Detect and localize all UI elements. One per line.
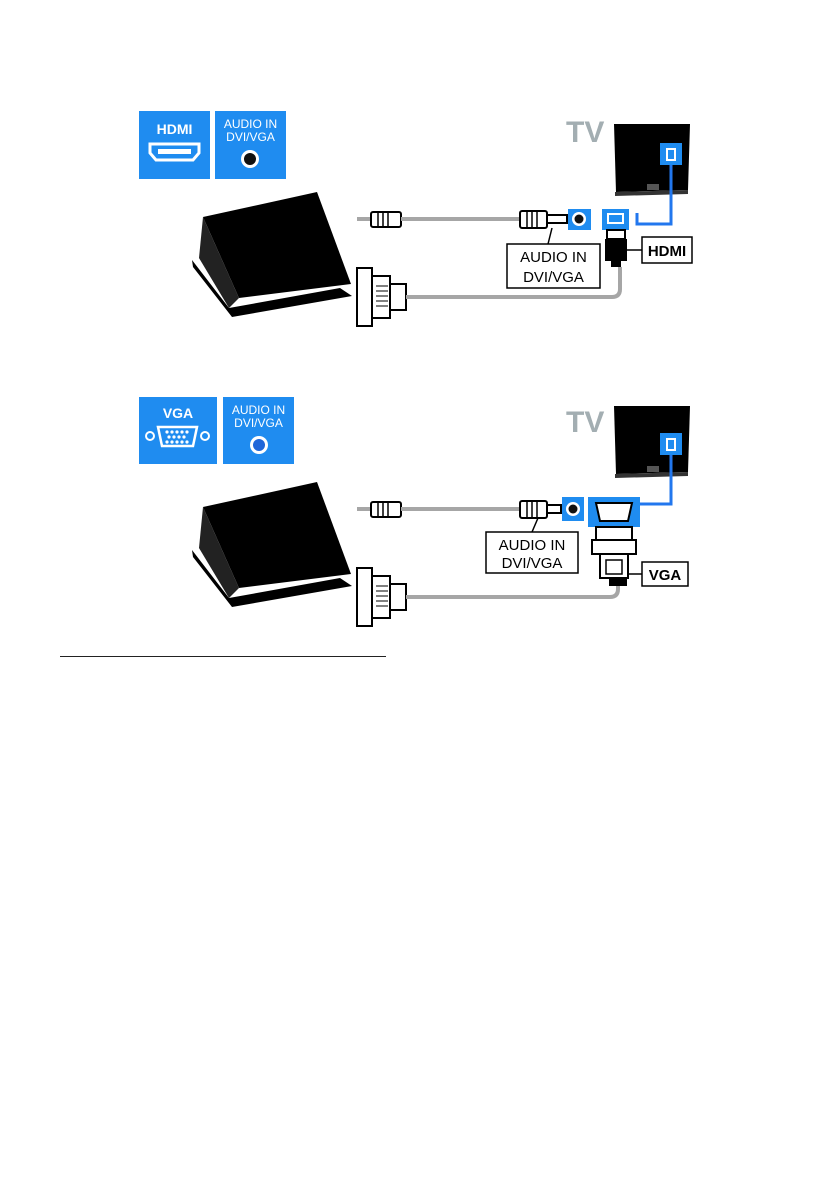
audio-icon-label-line2: DVI/VGA [226,130,275,144]
laptop-icon [192,482,352,607]
tv-icon [614,406,690,478]
audio-in-label: AUDIO IN DVI/VGA [506,243,601,289]
dvi-vga-cable [406,586,620,599]
vga-socket [588,497,640,527]
vga-label: VGA [641,561,689,587]
audio-cable [357,500,562,519]
dvi-connector [356,267,407,327]
tv-label: TV [566,406,604,439]
tv-label: TV [566,116,604,149]
dvi-connector [356,567,407,627]
hdmi-label-text: HDMI [648,243,686,260]
audio-in-port-icon: AUDIO IN DVI/VGA [215,111,286,179]
tv-port-line [640,455,673,506]
vga-plug [591,526,637,586]
laptop-icon [192,192,352,317]
hdmi-connection-diagram: HDMI AUDIO IN DVI/VGA TV [0,100,839,340]
audio-in-socket [562,497,584,521]
audio-icon-label-line2: DVI/VGA [234,416,283,430]
vga-label-text: VGA [649,567,682,584]
audio-in-label: AUDIO IN DVI/VGA [485,531,579,574]
hdmi-plug [605,229,627,267]
vga-icon-label: VGA [163,405,193,421]
hdmi-label: HDMI [641,236,693,264]
vga-connection-diagram: VGA AUDIO IN DVI/VGA TV [0,390,839,640]
hdmi-diagram-svg: HDMI AUDIO IN DVI/VGA TV [139,111,693,327]
hdmi-socket [602,209,629,230]
hdmi-port-icon: HDMI [139,111,210,179]
dvi-hdmi-cable [406,267,622,299]
tv-icon [614,124,690,196]
audio-in-socket [568,209,591,230]
vga-port-icon: VGA [139,397,217,464]
audio-in-label-line2: DVI/VGA [502,555,563,572]
hdmi-icon-label: HDMI [157,121,193,137]
audio-cable [357,210,568,229]
audio-in-label-line1: AUDIO IN [499,537,566,554]
audio-icon-label-line1: AUDIO IN [224,117,277,131]
audio-in-label-line2: DVI/VGA [523,269,584,286]
tv-port-line [635,165,673,226]
audio-icon-label-line1: AUDIO IN [232,403,285,417]
footnote-rule [60,656,386,657]
audio-in-port-icon: AUDIO IN DVI/VGA [223,397,294,464]
vga-diagram-svg: VGA AUDIO IN DVI/VGA TV [139,397,690,627]
audio-in-label-line1: AUDIO IN [520,249,587,266]
